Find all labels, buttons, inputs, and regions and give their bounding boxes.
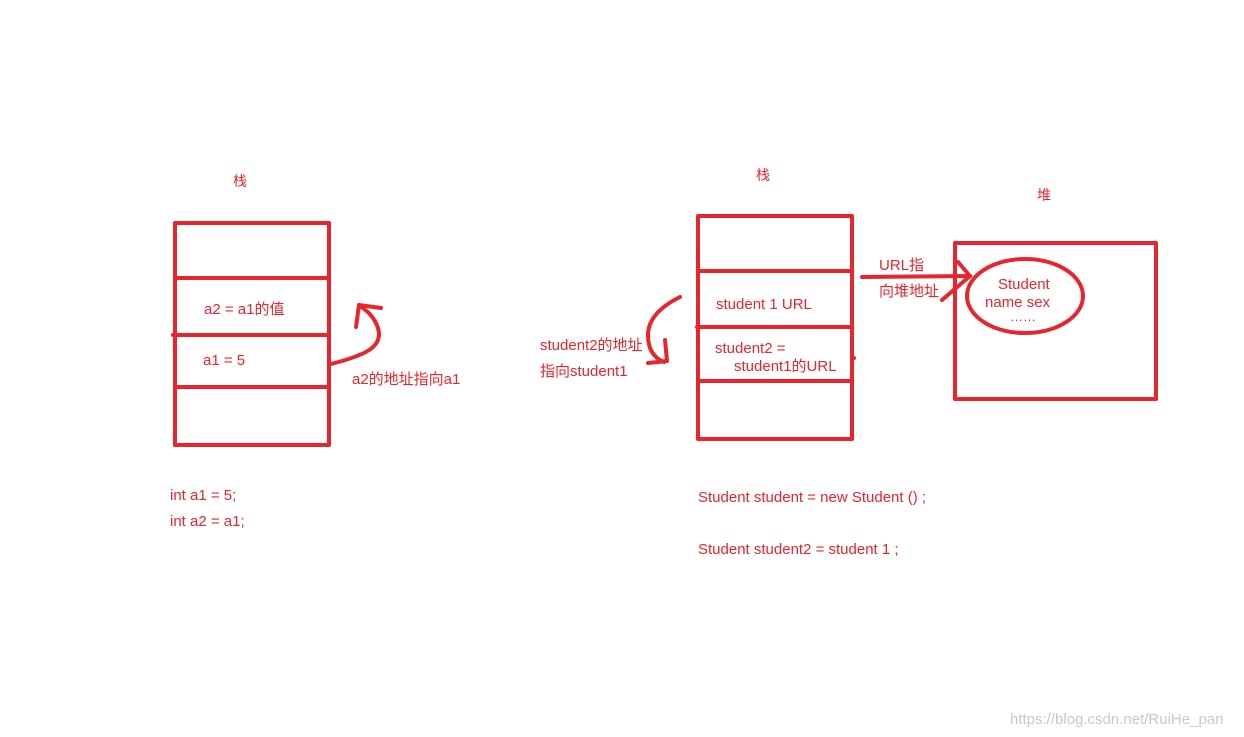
url-arrow xyxy=(860,274,972,279)
right-code-line-2: Student student2 = student 1 ; xyxy=(698,541,899,558)
right-code-line-1: Student student = new Student () ; xyxy=(698,489,927,506)
left-cell-a2: a2 = a1的值 xyxy=(204,301,285,318)
right-note-line-2: 指向student1 xyxy=(540,363,628,380)
url-note-line-1: URL指 xyxy=(879,257,925,274)
heap-object-class: Student xyxy=(998,276,1050,293)
left-curved-arrow xyxy=(329,304,381,366)
right-cell-student2: student2 = xyxy=(715,340,786,357)
left-stack-title: 栈 xyxy=(233,173,247,189)
right-arrow-head xyxy=(646,338,669,365)
right-cell-student2-line2: student1的URL xyxy=(734,358,837,375)
heap-object-fields: name sex xyxy=(985,294,1051,311)
left-code-line-2: int a2 = a1; xyxy=(170,513,245,530)
url-note-line-2: 向堆地址 xyxy=(879,283,940,300)
left-arrow-head xyxy=(354,303,383,329)
right-note-line-1: student2的地址 xyxy=(540,337,643,354)
heap-title: 堆 xyxy=(1037,187,1051,203)
left-code-line-1: int a1 = 5; xyxy=(170,487,237,504)
url-arrow-head xyxy=(940,260,972,302)
heap-object-ellipse xyxy=(965,257,1085,335)
right-stack-title: 栈 xyxy=(756,167,770,183)
left-cell-a1: a1 = 5 xyxy=(203,352,246,369)
heap-box xyxy=(953,241,1158,401)
left-arrow-label: a2的地址指向a1 xyxy=(352,371,461,388)
right-cell-student1: student 1 URL xyxy=(716,296,812,313)
heap-object-ellipsis: …… xyxy=(1010,309,1036,324)
watermark: https://blog.csdn.net/RuiHe_pan xyxy=(1010,711,1224,728)
right-curved-arrow xyxy=(646,295,682,364)
